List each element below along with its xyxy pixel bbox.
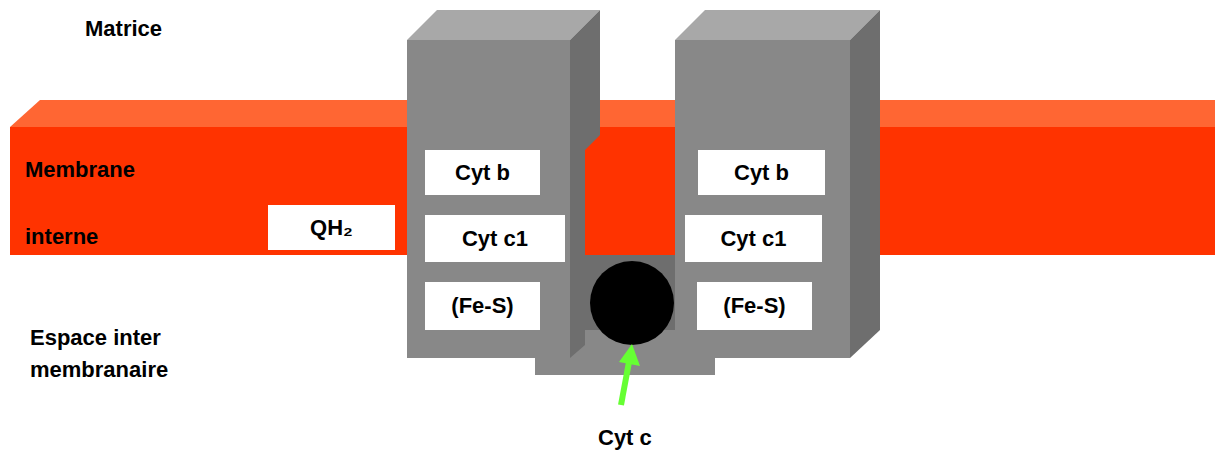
block-top: [407, 10, 600, 40]
pointer-arrow: [621, 362, 629, 405]
component-label: Cyt b: [455, 160, 510, 186]
region-label: Espace inter membranaire: [30, 322, 190, 386]
block-top: [675, 10, 880, 40]
component-box: Cyt c1: [685, 215, 822, 262]
component-label: Cyt c1: [720, 226, 786, 252]
component-label: (Fe-S): [723, 293, 785, 319]
membrane-front: [10, 127, 1215, 255]
component-label: Cyt b: [734, 160, 789, 186]
component-box: (Fe-S): [697, 282, 812, 330]
component-label: Cyt c1: [462, 226, 528, 252]
callout-label: Cyt c: [598, 425, 652, 451]
component-label: QH₂: [310, 215, 353, 241]
component-box: Cyt b: [425, 150, 540, 195]
block-front: [675, 40, 850, 358]
block-front: [407, 40, 570, 358]
membrane-shape: [0, 100, 1215, 255]
region-label: Membrane interne: [25, 136, 155, 270]
component-box: QH₂: [268, 205, 395, 250]
component-box: (Fe-S): [425, 282, 540, 330]
block-side: [850, 10, 880, 358]
membrane-top: [10, 100, 1215, 127]
component-box: Cyt c1: [425, 215, 565, 262]
component-box: Cyt b: [698, 150, 825, 195]
component-label: (Fe-S): [451, 293, 513, 319]
membrane-band: Membrane interneQH₂: [0, 100, 1215, 255]
region-label: Matrice: [85, 16, 162, 42]
cytochrome-c-disc: [590, 261, 674, 345]
pointer-arrowhead: [619, 344, 640, 366]
